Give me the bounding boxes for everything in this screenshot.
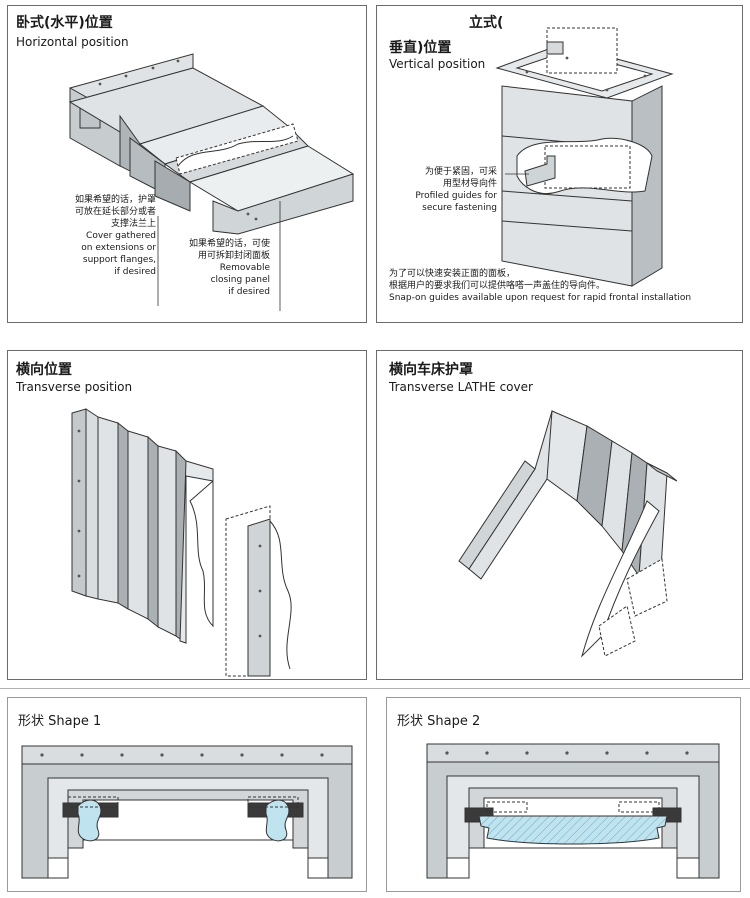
vertical-title-cn-2: 垂直)位置	[389, 40, 452, 56]
note-snap-on-guides: 为了可以快速安装正面的面板， 根据用户的要求我们可以提供咯嗒一声盖住的导向件。 …	[389, 268, 691, 304]
note-cover-en-1: Cover gathered	[86, 231, 156, 241]
note-cover-en-2: on extensions or	[81, 243, 156, 253]
lathe-title-cn: 横向车床护罩	[389, 362, 473, 378]
transverse-title-en: Transverse position	[16, 380, 133, 394]
horizontal-position-panel: 卧式(水平)位置 Horizontal position	[7, 5, 367, 323]
note-panel-cn-1: 如果希望的话，可使	[188, 239, 270, 249]
shape-2-section-drawing	[426, 743, 720, 879]
shape-1-title: 形状 Shape 1	[18, 714, 102, 729]
vertical-cover-illustration	[495, 27, 674, 287]
note-panel-en-1: Removable	[219, 263, 270, 273]
shape-1-panel: 形状 Shape 1	[7, 697, 367, 892]
note-cover-cn-3: 支撑法兰上	[110, 219, 156, 229]
shape-1-section-drawing	[21, 745, 353, 879]
transverse-lathe-panel: 横向车床护罩 Transverse LATHE cover	[376, 350, 743, 680]
note-cover-en-3: support flanges,	[82, 255, 156, 265]
note-panel-cn-2: 用可拆卸封闭面板	[197, 251, 270, 261]
note-removable-panel: 如果希望的话，可使 用可拆卸封闭面板 Removable closing pan…	[158, 238, 270, 298]
note-guides-en-1: Profiled guides for	[415, 191, 497, 201]
note-guides-cn-2: 用型材导向件	[442, 179, 497, 189]
vertical-position-panel: 立式( 垂直)位置 Vertical position 为便于紧固，可采 用型材	[376, 5, 743, 323]
note-cover-cn-2: 可放在延长部分或者	[74, 207, 156, 217]
note-snap-en: Snap-on guides available upon request fo…	[389, 293, 692, 303]
vertical-title-cn-1: 立式(	[469, 15, 504, 31]
note-cover-en-4: if desired	[114, 267, 156, 277]
note-cover-cn-1: 如果希望的话，护罩	[74, 195, 156, 205]
horizontal-cover-illustration	[68, 53, 355, 311]
transverse-cover-illustration	[71, 408, 292, 677]
separator-line	[0, 688, 750, 689]
horizontal-title-cn: 卧式(水平)位置	[16, 15, 113, 31]
horizontal-title-en: Horizontal position	[16, 35, 129, 49]
note-guides-en-2: secure fastening	[422, 203, 497, 213]
transverse-title-cn: 横向位置	[16, 362, 72, 378]
transverse-position-panel: 横向位置 Transverse position	[7, 350, 367, 680]
lathe-cover-illustration	[458, 410, 678, 658]
note-guides-cn-1: 为便于紧固，可采	[424, 167, 497, 177]
note-profiled-guides: 为便于紧固，可采 用型材导向件 Profiled guides for secu…	[387, 166, 497, 214]
note-panel-en-2: closing panel	[210, 275, 270, 285]
shape-2-title: 形状 Shape 2	[397, 714, 481, 729]
shape-2-panel: 形状 Shape 2	[386, 697, 741, 892]
note-snap-cn-1: 为了可以快速安装正面的面板，	[389, 269, 516, 279]
vertical-title-en: Vertical position	[389, 57, 486, 71]
note-panel-en-3: if desired	[228, 287, 270, 297]
note-cover-gathered: 如果希望的话，护罩 可放在延长部分或者 支撑法兰上 Cover gathered…	[28, 194, 156, 278]
lathe-title-en: Transverse LATHE cover	[389, 380, 533, 394]
note-snap-cn-2: 根据用户的要求我们可以提供咯嗒一声盖住的导向件。	[389, 281, 606, 291]
